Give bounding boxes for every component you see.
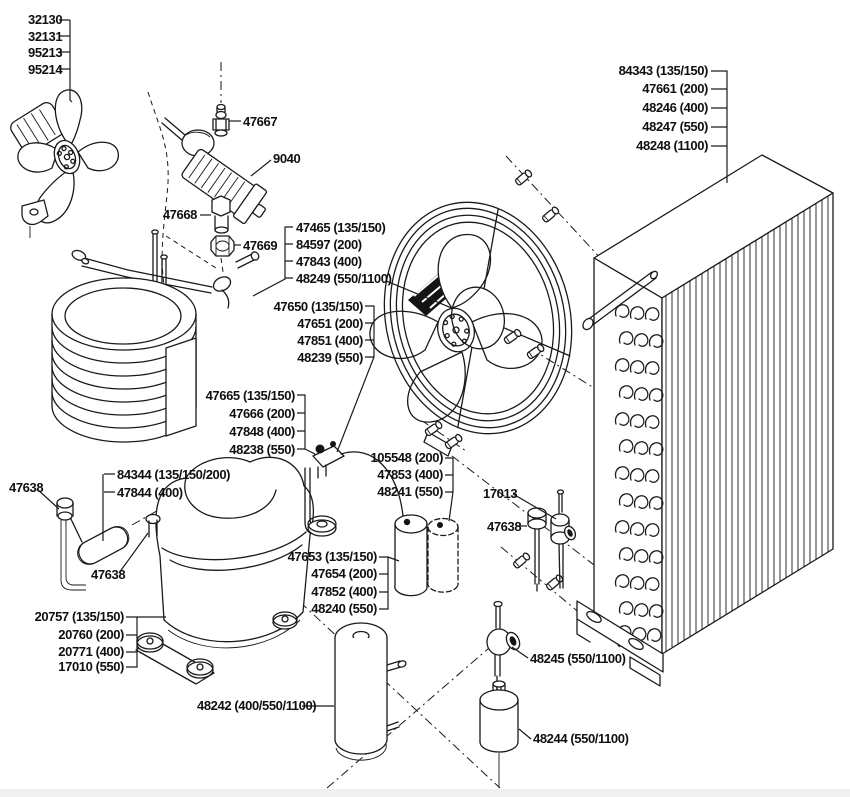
filter-drier-drawing bbox=[56, 497, 130, 591]
part-label-47853: 47853 (400) bbox=[377, 467, 443, 482]
part-label-20771: 20771 (400) bbox=[58, 644, 124, 659]
part-label-17010: 17010 (550) bbox=[58, 659, 124, 674]
part-label-9040: 9040 bbox=[273, 151, 300, 166]
part-label-47843: 47843 (400) bbox=[296, 254, 362, 269]
part-label-20757: 20757 (135/150) bbox=[35, 609, 124, 624]
part-label-48241: 48241 (550) bbox=[377, 484, 443, 499]
receiver-tank-drawing bbox=[334, 622, 407, 761]
part-label-17013: 17013 bbox=[483, 486, 517, 501]
part-label-32130: 32130 bbox=[28, 12, 62, 27]
probe-sensor-drawing bbox=[527, 489, 577, 592]
part-label-47665: 47665 (135/150) bbox=[206, 388, 295, 403]
leader-lines bbox=[36, 19, 728, 740]
bottom-edge-strip bbox=[0, 789, 850, 797]
part-label-47465: 47465 (135/150) bbox=[296, 220, 385, 235]
part-labels: 32130 32131 95213 95214 47667 9040 47668… bbox=[9, 12, 708, 746]
condenser-coil-drawing bbox=[576, 154, 834, 687]
part-label-47654: 47654 (200) bbox=[311, 566, 377, 581]
part-label-84343: 84343 (135/150) bbox=[619, 63, 708, 78]
part-label-105548: 105548 (200) bbox=[370, 450, 443, 465]
part-label-32131: 32131 bbox=[28, 29, 62, 44]
coil-tubes-drawing bbox=[71, 229, 260, 309]
part-label-48240: 48240 (550) bbox=[311, 601, 377, 616]
part-label-47666: 47666 (200) bbox=[229, 406, 295, 421]
part-label-48239: 48239 (550) bbox=[297, 350, 363, 365]
solenoid-valve-drawing bbox=[161, 103, 268, 273]
small-receiver-drawing bbox=[479, 680, 519, 788]
part-label-47844: 47844 (400) bbox=[117, 485, 183, 500]
part-label-47848: 47848 (400) bbox=[229, 424, 295, 439]
part-label-48248: 48248 (1100) bbox=[636, 138, 708, 153]
part-label-47852: 47852 (400) bbox=[311, 584, 377, 599]
part-label-47668: 47668 bbox=[163, 207, 197, 222]
condenser-fan-drawing bbox=[369, 168, 573, 592]
part-label-48238: 48238 (550) bbox=[229, 442, 295, 457]
part-label-84344: 84344 (135/150/200) bbox=[117, 467, 230, 482]
tube-coil-drawing bbox=[51, 277, 197, 443]
part-label-47667: 47667 bbox=[243, 114, 277, 129]
part-label-47638-c: 47638 bbox=[487, 519, 521, 534]
capacitors-drawing bbox=[394, 514, 459, 597]
overload-relay-drawing bbox=[304, 441, 404, 537]
part-label-47653: 47653 (135/150) bbox=[288, 549, 377, 564]
part-label-47661: 47661 (200) bbox=[642, 81, 708, 96]
part-label-47638-a: 47638 bbox=[9, 480, 43, 495]
access-valve-drawing bbox=[486, 600, 521, 691]
compressor-drawing bbox=[135, 456, 315, 685]
part-label-47851: 47851 (400) bbox=[297, 333, 363, 348]
part-label-47651: 47651 (200) bbox=[297, 316, 363, 331]
part-label-48245: 48245 (550/1100) bbox=[530, 651, 626, 666]
part-label-48247: 48247 (550) bbox=[642, 119, 708, 134]
part-label-48249: 48249 (550/1100) bbox=[296, 271, 392, 286]
fan-blade-motor-drawing bbox=[10, 89, 119, 238]
part-label-47669: 47669 bbox=[243, 238, 277, 253]
part-label-95214: 95214 bbox=[28, 62, 63, 77]
part-label-48246: 48246 (400) bbox=[642, 100, 708, 115]
part-label-47638-b: 47638 bbox=[91, 567, 125, 582]
part-label-95213: 95213 bbox=[28, 45, 62, 60]
part-label-48242: 48242 (400/550/1100) bbox=[197, 698, 316, 713]
part-label-47650: 47650 (135/150) bbox=[274, 299, 363, 314]
part-label-20760: 20760 (200) bbox=[58, 627, 124, 642]
part-label-84597: 84597 (200) bbox=[296, 237, 362, 252]
part-label-48244: 48244 (550/1100) bbox=[533, 731, 629, 746]
